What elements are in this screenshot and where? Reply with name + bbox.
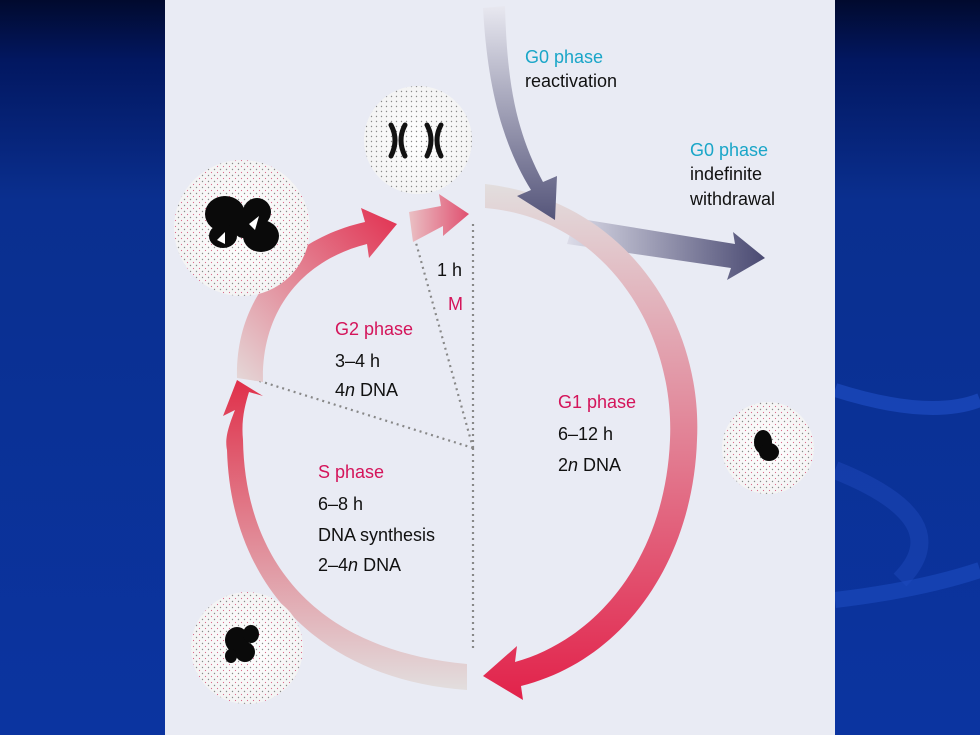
g0-withdrawal-arrow <box>567 218 765 280</box>
phase-dividers <box>249 222 475 650</box>
g2-phase-duration: 3–4 h <box>335 351 381 371</box>
g0-reactivation-arrow <box>483 6 557 220</box>
g1-phase-duration: 6–12 h <box>558 424 614 444</box>
g0-reactivation-desc: reactivation <box>525 71 618 91</box>
s-phase-activity: DNA synthesis <box>318 525 436 545</box>
m-phase-duration: 1 h <box>437 260 463 280</box>
s-nucleus-icon <box>191 592 303 704</box>
g2-phase-name: G2 phase <box>335 319 414 339</box>
g0-withdrawal-desc-line2: withdrawal <box>690 189 776 209</box>
g2-phase-arrow <box>236 208 397 382</box>
cell-cycle-diagram: G0 phase reactivation G0 phase indefinit… <box>165 0 835 735</box>
g1-phase-dna: 2n DNA <box>558 455 622 475</box>
chromosomes-icon <box>364 86 472 194</box>
g0-reactivation-title: G0 phase <box>525 47 604 67</box>
s-phase-name: S phase <box>318 462 385 482</box>
g0-withdrawal-desc-line1: indefinite <box>690 164 763 184</box>
g1-nucleus-icon <box>722 402 814 494</box>
g2-phase-dna: 4n DNA <box>335 380 399 400</box>
g1-phase-name: G1 phase <box>558 392 637 412</box>
s-phase-duration: 6–8 h <box>318 494 364 514</box>
m-phase-arrow <box>409 194 469 242</box>
m-phase-name: M <box>448 294 463 314</box>
g0-withdrawal-title: G0 phase <box>690 140 769 160</box>
g1-phase-arrow <box>483 184 698 700</box>
condensed-chromatin-icon <box>174 160 310 296</box>
s-phase-dna: 2–4n DNA <box>318 555 402 575</box>
